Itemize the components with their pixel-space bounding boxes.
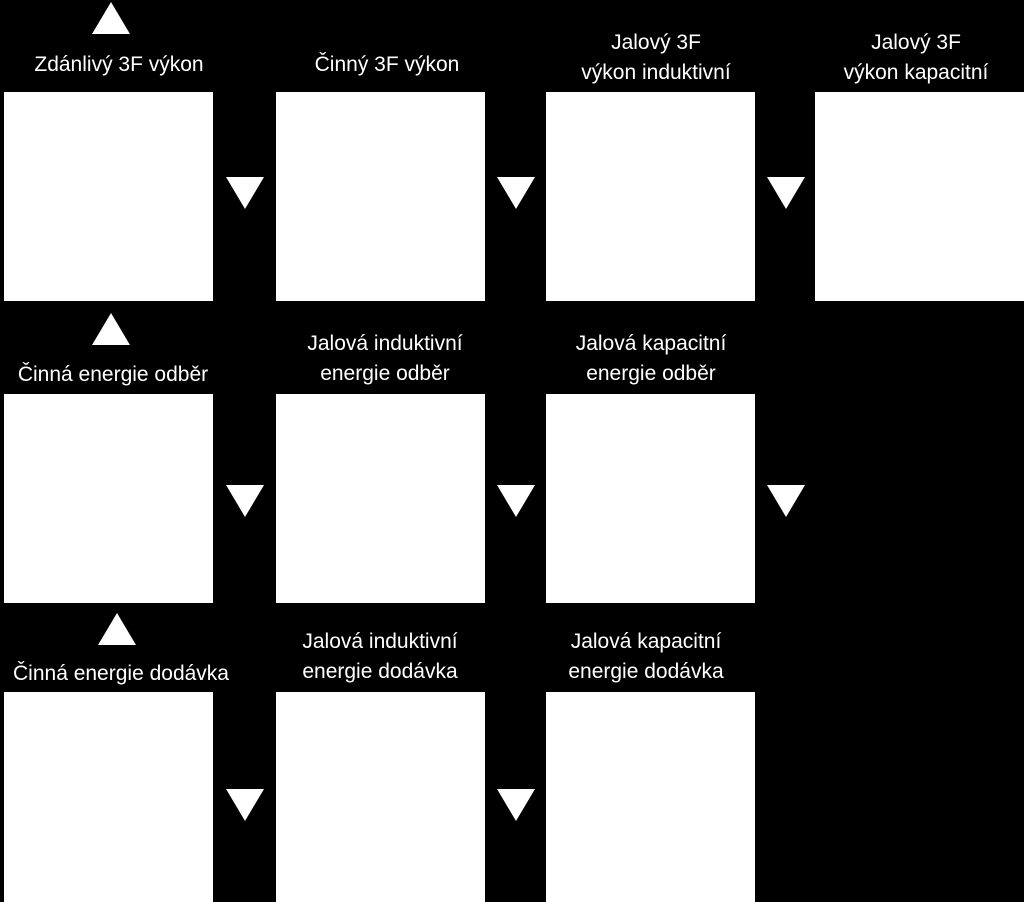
panel-label: Jalová kapacitní energie dodávka — [568, 630, 724, 683]
panel — [4, 92, 213, 301]
down-triangle-icon — [767, 485, 805, 517]
panel — [276, 92, 485, 301]
panel-label: Jalová induktivní energie dodávka — [302, 630, 458, 683]
panel — [815, 92, 1024, 301]
panel-label: Činný 3F výkon — [314, 53, 460, 76]
up-triangle-icon — [98, 613, 136, 645]
down-triangle-icon — [497, 789, 535, 821]
panel — [546, 92, 755, 301]
up-triangle-icon — [92, 313, 130, 345]
panel — [546, 692, 755, 902]
down-triangle-icon — [497, 177, 535, 209]
panel — [276, 394, 485, 603]
down-triangle-icon — [497, 485, 535, 517]
panel-label: Jalový 3F výkon induktivní — [581, 31, 731, 84]
panel-label: Jalový 3F výkon kapacitní — [843, 31, 989, 84]
down-triangle-icon — [767, 177, 805, 209]
up-triangle-icon — [92, 2, 130, 34]
panel — [4, 692, 213, 902]
panel-label: Jalová induktivní energie odběr — [307, 332, 463, 385]
panel-label: Jalová kapacitní energie odběr — [575, 332, 727, 385]
panel-label: Zdánlivý 3F výkon — [34, 53, 204, 76]
down-triangle-icon — [226, 485, 264, 517]
down-triangle-icon — [226, 789, 264, 821]
down-triangle-icon — [226, 177, 264, 209]
panel — [546, 394, 755, 603]
panel-label: Činná energie dodávka — [13, 662, 229, 685]
panel-label: Činná energie odběr — [17, 363, 209, 386]
panel — [4, 394, 213, 603]
panel — [276, 692, 485, 902]
